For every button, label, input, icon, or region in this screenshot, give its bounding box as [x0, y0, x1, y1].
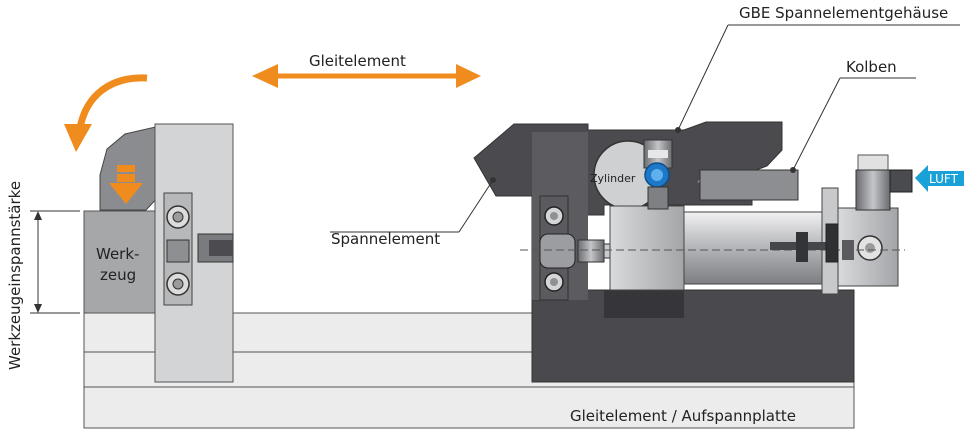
clamp-down-arrow-icon — [109, 165, 143, 204]
clamp-element-marker — [490, 177, 496, 183]
cylinder-label: Zylinder — [590, 172, 636, 185]
tool-label-line2: zeug — [100, 266, 136, 284]
piston-leader — [792, 77, 841, 171]
piston-cylinder — [520, 187, 905, 295]
cylinder-fitting — [643, 139, 673, 210]
clamp-element-label: Spannelement — [331, 230, 440, 248]
housing-label: GBE Spannelementgehäuse — [739, 4, 948, 22]
housing-leader — [677, 24, 729, 131]
clamp-thickness-dimension — [30, 210, 80, 314]
housing-marker — [675, 127, 681, 133]
tool-label-line1: Werk- — [96, 245, 139, 263]
piston-label: Kolben — [846, 58, 897, 76]
air-fitting — [855, 154, 913, 211]
tool — [83, 210, 157, 314]
clamp-element-leader — [458, 179, 494, 233]
piston-marker — [790, 167, 796, 173]
air-label: LUFT — [929, 172, 959, 186]
clamp-element-housing — [473, 121, 855, 383]
slide-double-arrow-icon — [252, 64, 481, 88]
clamp-thickness-label: Werkzeugeinspannstärke — [6, 181, 24, 370]
left-clamp-assembly — [99, 123, 234, 383]
base-plate-label: Gleitelement / Aufspannplatte — [570, 407, 796, 425]
air-inlet-arrow-icon — [915, 165, 964, 192]
slide-element-label: Gleitelement — [309, 52, 406, 70]
rotation-arrow-icon — [64, 74, 148, 152]
